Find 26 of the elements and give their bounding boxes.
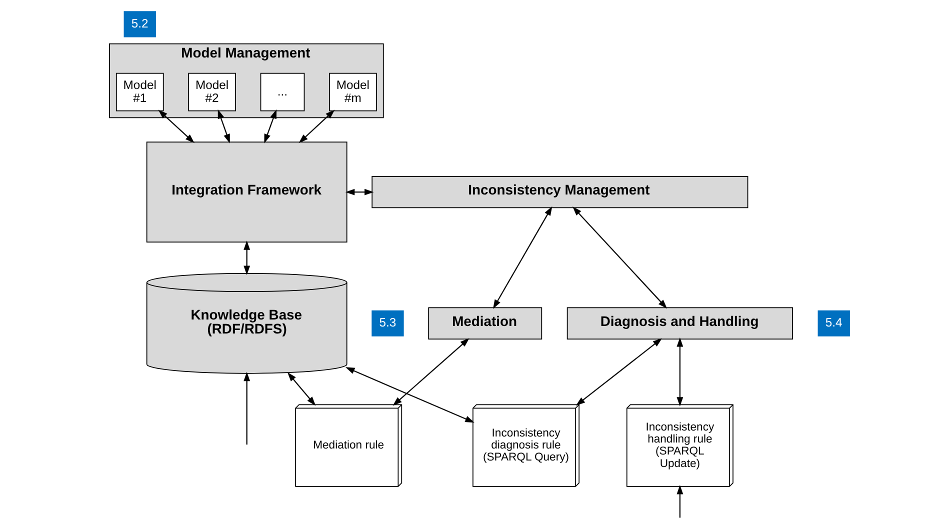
node-box: Diagnosis and Handling <box>566 307 792 340</box>
node-box: Inconsistency Management <box>371 176 748 208</box>
node-box: ... <box>260 72 304 112</box>
node-box: 5.4 <box>817 310 850 336</box>
arrow <box>344 188 374 196</box>
node-box: Integration Framework <box>146 142 347 242</box>
arrow <box>492 206 552 309</box>
node-box: Model #m <box>328 72 376 112</box>
node-box: Mediation <box>428 307 542 340</box>
arrow <box>243 372 250 445</box>
node-box: Model #1 <box>115 72 164 112</box>
arrow <box>344 367 474 423</box>
arrow <box>286 372 316 406</box>
node-box: Model #2 <box>188 72 236 112</box>
arrow <box>572 206 667 309</box>
arrow <box>243 240 250 275</box>
node-box: 5.3 <box>371 310 404 336</box>
arrow <box>676 338 683 406</box>
arrow <box>217 109 230 144</box>
arrow <box>298 110 334 144</box>
arrow <box>392 338 469 406</box>
arrow <box>676 484 683 518</box>
arrow <box>264 109 276 144</box>
node-box: 5.2 <box>123 11 156 38</box>
arrow <box>575 338 662 406</box>
arrow <box>158 110 194 144</box>
